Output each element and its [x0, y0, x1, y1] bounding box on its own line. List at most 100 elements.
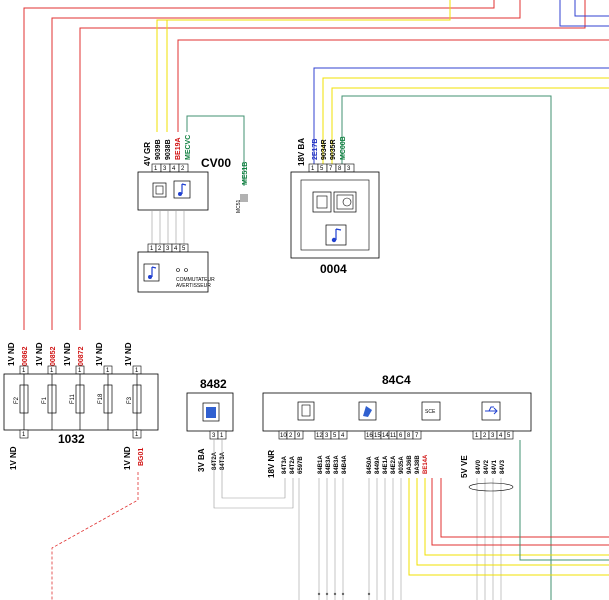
1032-top-pin-5: 1: [135, 368, 139, 374]
cv00-pin-top-1: 1: [154, 166, 158, 172]
84c4-g2-code-2: 84B3A: [326, 455, 332, 474]
cv00-supply: 4V GR: [143, 142, 152, 166]
1032-top-supply-2: 1V ND: [35, 342, 44, 366]
84c4-g1-pin-3: 9: [297, 433, 301, 439]
0004-pin-3: 7: [329, 166, 333, 172]
84c4-g4-code-4: 84V3: [500, 459, 506, 474]
cv00-subdevice-note-head: [148, 275, 152, 279]
cv00-switch-contact-2: [184, 268, 188, 272]
0004-pin-5: 3: [347, 166, 351, 172]
0004-name: 0004: [320, 262, 347, 276]
wire-yellow-0004-1: [322, 77, 609, 170]
84c4-g3-code-3: 84E1A: [383, 455, 389, 474]
1032-name: 1032: [58, 432, 85, 446]
0004-pin-1: 1: [311, 166, 315, 172]
1032-bottom-pin-2: 1: [135, 432, 139, 438]
cv00-pin-bottom-2: 2: [158, 246, 162, 252]
84c4-g3-pin-3: 14: [382, 433, 389, 439]
1032-top-pins: [19, 365, 142, 375]
0004-ecu-chip: [316, 195, 328, 209]
8482-supply: 3V BA: [197, 448, 206, 472]
8482-pin-2: 1: [220, 433, 224, 439]
1032-top-code-1: 00862: [22, 346, 29, 366]
1032-fuse-label-5: F3: [127, 396, 133, 404]
1032-top-supply-4: 1V ND: [95, 342, 104, 366]
84c4-pin-row: [278, 430, 514, 440]
cv00-name: CV00: [201, 156, 231, 170]
84c4-g4-pin-2: 2: [483, 433, 487, 439]
wire-red-1: [23, 0, 495, 330]
84c4-g1-supply: 18V NR: [267, 450, 276, 478]
84c4-g1-code-3: 6597B: [298, 456, 304, 474]
component-8482: 8482 3 1 3V BA 84T2A 84T3A: [186, 377, 294, 509]
wire-yellow-1: [156, 0, 451, 132]
84c4-g3-pin-2: 15: [374, 433, 381, 439]
84c4-voice-glyph: [363, 406, 372, 417]
84c4-g3-code-8: BE14A: [423, 454, 429, 474]
cv00-code-3: BE19A: [175, 137, 182, 160]
84c4-g3-code-6: 9A36B: [407, 455, 413, 474]
84c4-ecu-chip: [301, 404, 311, 417]
84c4-g4-supply: 5V VE: [460, 455, 469, 478]
wire-red-4: [177, 39, 609, 132]
wire-blue-0004: [313, 67, 609, 170]
84c4-g4-pin-4: 4: [499, 433, 503, 439]
cv00-pin-top-3: 4: [172, 166, 176, 172]
84c4-g4-pin-1: 1: [475, 433, 479, 439]
84c4-g3-code-7: 9A38B: [415, 455, 421, 474]
8482-name: 8482: [200, 377, 227, 391]
84c4-g2-code-3: 84B3A: [334, 455, 340, 474]
0004-radio-icon: [333, 191, 357, 213]
0004-code-1: 2E17B: [312, 139, 319, 160]
84c4-g3-pin-4: 11: [390, 433, 397, 439]
0004-radio-display: [336, 194, 354, 210]
84c4-bottom-wires: [298, 478, 502, 600]
0004-pin-4: 8: [338, 166, 342, 172]
wire-red-2: [51, 0, 521, 330]
cv00-subdevice-wires: [151, 210, 185, 244]
84c4-g3-pin-6: 8: [407, 433, 411, 439]
0004-music-note-head: [331, 237, 337, 243]
8482-code-2: 84T3A: [220, 451, 226, 470]
cv00-subdevice-text-2: AVERTISSEUR: [176, 283, 211, 289]
cv00-music-note-head: [178, 192, 182, 196]
1032-fuse-label-3: F11: [70, 393, 76, 404]
cv00-music-note: [181, 183, 187, 194]
cv00-pin-bottom-3: 3: [166, 246, 170, 252]
wire-red-3: [79, 0, 586, 330]
cv00-pin-bottom-5: 5: [182, 246, 186, 252]
84c4-usb-glyph: [485, 406, 498, 415]
cv00-body: [137, 171, 209, 211]
84c4-g4-pin-3: 3: [491, 433, 495, 439]
84c4-g1-code-2: 84T2A: [290, 455, 296, 474]
84c4-g3-pin-1: 16: [366, 433, 373, 439]
cv00-code-1: 9039B: [155, 139, 162, 160]
1032-bottom-code-2: BG01: [138, 448, 145, 466]
84c4-g2-pin-3: 5: [333, 433, 337, 439]
component-84c4: 84C4 SCE 10 2 9 12 3 5 4 16 15 14 11 6 8…: [262, 373, 609, 600]
84c4-wire-breaks: [317, 592, 371, 596]
cv00-ground-code: ME51B: [242, 162, 249, 185]
1032-bottom-pins: [19, 429, 142, 439]
84c4-g2-code-4: 84B4A: [342, 455, 348, 474]
1032-top-supply-3: 1V ND: [63, 342, 72, 366]
84c4-g1-pin-2: 2: [289, 433, 293, 439]
cv00-subdevice-text-1: COMMUTATEUR: [176, 277, 215, 283]
8482-pin-1: 3: [212, 433, 216, 439]
84c4-shield-ellipse: [468, 482, 514, 492]
cv00-ecu-icon: [152, 182, 167, 198]
1032-bottom-supply-1: 1V ND: [9, 446, 18, 470]
1032-fuse-label-2: F1: [42, 396, 48, 404]
cv00-pin-top-2: 3: [163, 166, 167, 172]
cv00-code-4: MECVC: [185, 135, 192, 160]
top-wires: [23, 0, 609, 600]
cv00-subdevice-note: [151, 266, 157, 277]
cv00-pin-bottom-4: 4: [174, 246, 178, 252]
1032-top-pin-1: 1: [22, 368, 26, 374]
84c4-colored-wires: [408, 440, 609, 576]
1032-bottom-pin-1: 1: [22, 432, 26, 438]
84c4-g4-code-2: 84V2: [484, 459, 490, 474]
1032-top-code-2: 00852: [50, 346, 57, 366]
84c4-g2-pin-4: 4: [341, 433, 345, 439]
